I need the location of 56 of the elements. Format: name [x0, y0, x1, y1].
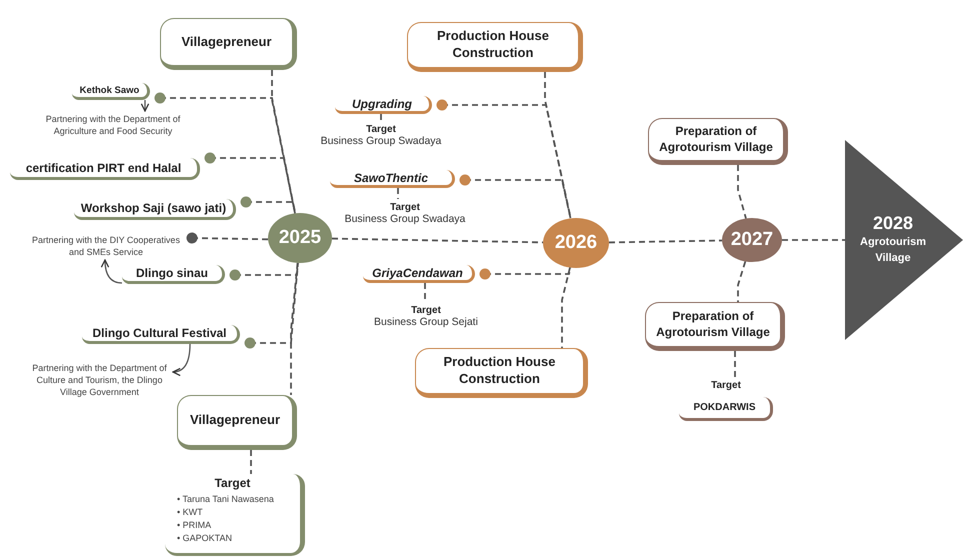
dashed-connector [250, 450, 252, 474]
activity-tab: certification PIRT end Halal [10, 158, 200, 180]
target-heading: Target [411, 304, 441, 316]
partner-note: Partnering with the Department of Agriculture and Food Security [44, 112, 182, 138]
partner-note: Partnering with the Department of Culture and Tourism, the Dlingo Village Government [31, 362, 168, 398]
list-item: • KWT [177, 506, 204, 520]
activity-tab: GriyaCendawan [363, 265, 475, 283]
milestone-card: Production House Construction [407, 22, 583, 72]
dashed-connector [380, 114, 382, 121]
dashed-connector [480, 267, 572, 280]
dashed-connector [332, 238, 544, 244]
dashed-connector [460, 174, 572, 219]
dashed-connector [608, 240, 722, 244]
target-group: Business Group Sejati [374, 316, 478, 328]
dashed-connector [782, 239, 845, 241]
activity-tab: SawoThentic [330, 170, 455, 188]
list-item: • Taruna Tani Nawasena [177, 493, 275, 506]
list-item: • PRIMA [177, 519, 212, 532]
activity-tab: Kethok Sawo [72, 83, 150, 100]
curved-arrow [172, 344, 191, 376]
target-tab: POKDARWIS [679, 397, 773, 421]
milestone-card: Villagepreneur [177, 395, 297, 450]
partner-note: Partnering with the DIY Cooperatives and SMEs Service [31, 234, 181, 258]
dashed-connector [737, 165, 747, 219]
milestone-card: Villagepreneur [160, 18, 297, 70]
target-group: Business Group Swadaya [344, 212, 466, 224]
target-heading: Target [390, 202, 420, 212]
target-group: Business Group Swadaya [320, 134, 442, 146]
year-badge: 2025 [268, 213, 332, 263]
target-heading: Target [711, 380, 741, 391]
year-badge: 2026 [543, 218, 609, 268]
curved-arrow [140, 100, 150, 112]
dashed-connector [186, 232, 268, 244]
year-label: 2028 [872, 212, 914, 235]
dashed-connector [424, 283, 426, 302]
dashed-connector [271, 70, 296, 214]
dashed-connector [734, 351, 736, 380]
curved-arrow [101, 259, 122, 284]
dashed-connector [230, 262, 299, 280]
dashed-connector [737, 261, 746, 302]
list-item: • GAPOKTAN [177, 532, 233, 546]
dashed-connector [290, 262, 298, 395]
milestone-card: Production House Construction [415, 348, 588, 398]
activity-tab: Dlingo sinau [122, 265, 225, 284]
milestone-card: Preparation of Agrotourism Village [645, 302, 785, 351]
dashed-connector [240, 196, 296, 214]
activity-tab: Dlingo Cultural Festival [82, 325, 240, 344]
activity-tab: Upgrading [335, 96, 432, 114]
dashed-connector [397, 188, 399, 199]
target-heading: Target [366, 124, 396, 134]
year-badge: 2027 [722, 218, 782, 262]
target-heading: Target [214, 476, 252, 490]
goal-label: Agrotourism Village [859, 235, 927, 266]
activity-tab: Workshop Saji (sawo jati) [74, 199, 236, 220]
dashed-connector [561, 267, 571, 348]
milestone-card: Preparation of Agrotourism Village [648, 118, 788, 165]
